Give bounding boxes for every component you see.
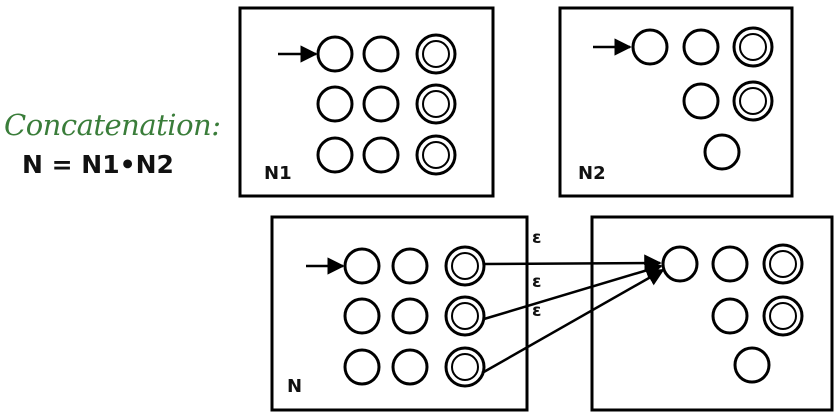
n-label: N — [287, 376, 302, 397]
n1-accept-state — [415, 33, 457, 75]
nfa-n2: N2 — [558, 6, 794, 198]
n1-label: N1 — [264, 163, 292, 184]
n1-state — [316, 136, 354, 174]
n1-accept-state — [415, 134, 457, 176]
epsilon-arrow-bottom — [481, 268, 665, 375]
nfa-n1: N1 — [238, 6, 495, 198]
n-former-accept-state — [444, 245, 486, 287]
n-state — [391, 348, 429, 386]
n1-accept-state — [415, 83, 457, 125]
n2-accept-state — [732, 26, 774, 68]
n-accept-state — [762, 243, 804, 285]
nfa-n-right — [590, 215, 834, 412]
n2-state — [682, 82, 720, 120]
n-state — [711, 297, 749, 335]
n2-state — [682, 28, 720, 66]
nfa-n-left: N — [270, 215, 529, 412]
epsilon-transitions: ε ε ε — [481, 228, 665, 375]
n-former-accept-state — [444, 295, 486, 337]
n1-state — [362, 35, 400, 73]
epsilon-label-bottom: ε — [532, 301, 541, 321]
n-former-accept-state — [444, 346, 486, 388]
n-state — [391, 247, 429, 285]
n-joined-state — [661, 245, 699, 283]
n-state — [343, 348, 381, 386]
n-state — [391, 297, 429, 335]
n-state — [711, 245, 749, 283]
epsilon-label-middle: ε — [532, 272, 541, 292]
epsilon-arrow-middle — [483, 262, 663, 321]
concatenation-heading: Concatenation: — [4, 108, 221, 142]
n2-state — [703, 133, 741, 171]
n-start-state — [343, 247, 381, 285]
n1-start-state — [316, 35, 354, 73]
epsilon-arrow-top — [483, 254, 662, 272]
epsilon-label-top: ε — [532, 228, 541, 248]
n2-accept-state — [732, 80, 774, 122]
n1-state — [362, 136, 400, 174]
n-state — [343, 297, 381, 335]
n2-start-state — [631, 28, 669, 66]
n-state — [733, 346, 771, 384]
n2-label: N2 — [578, 163, 606, 184]
n-accept-state — [762, 295, 804, 337]
n1-state — [316, 85, 354, 123]
concatenation-formula: N = N1•N2 — [22, 150, 174, 179]
n1-state — [362, 85, 400, 123]
